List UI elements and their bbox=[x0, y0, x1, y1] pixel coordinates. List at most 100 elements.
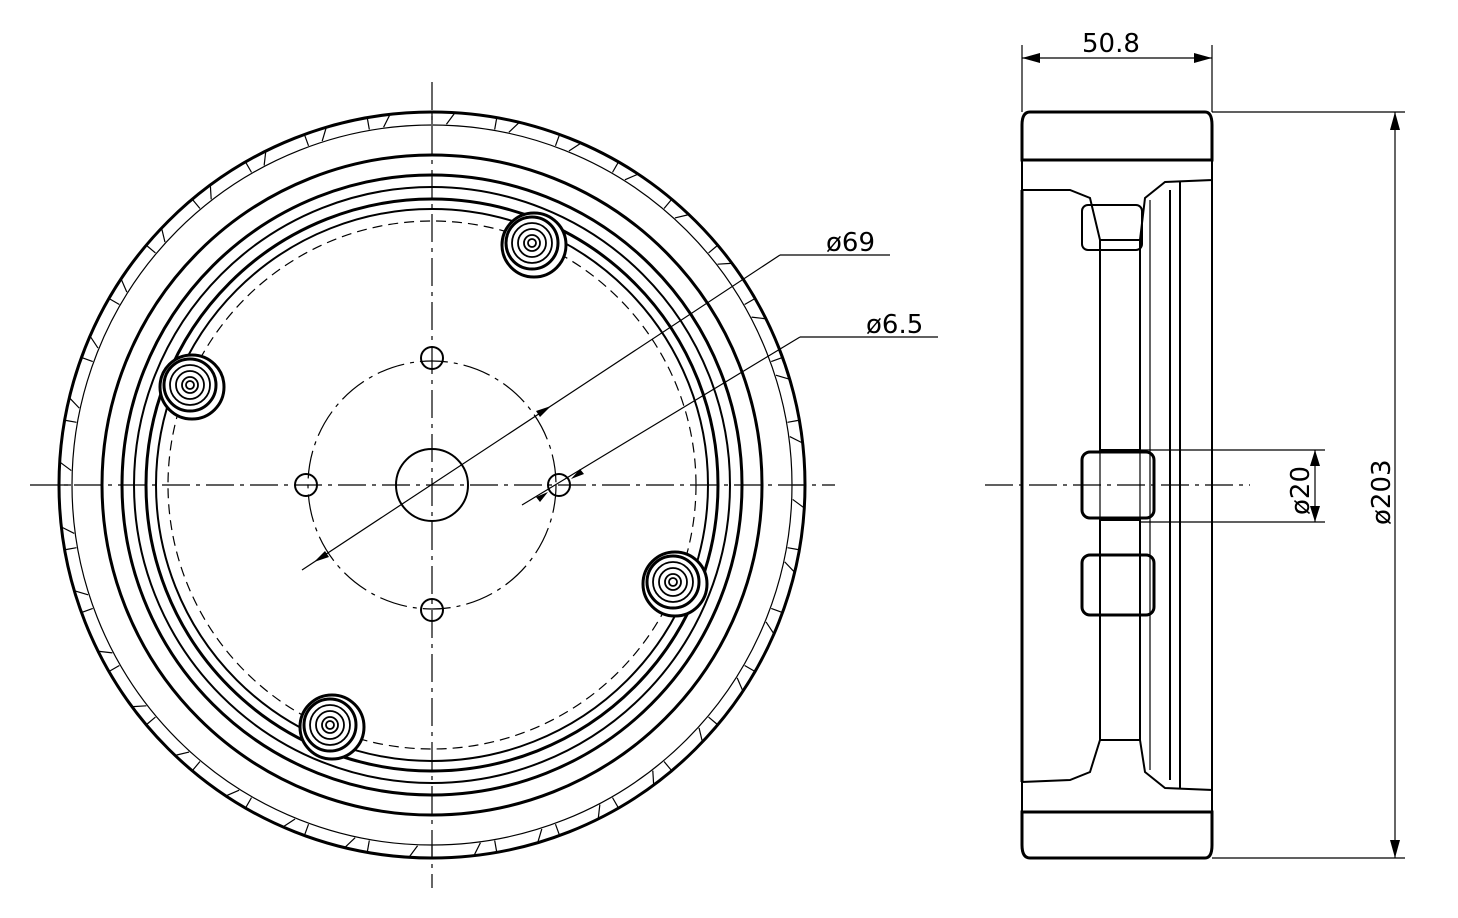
tread-mark bbox=[245, 797, 253, 808]
tread-mark bbox=[508, 122, 519, 133]
tread-mark bbox=[708, 245, 718, 254]
tread-mark bbox=[192, 199, 201, 209]
bolt-head-ring bbox=[185, 380, 195, 390]
tyre-inner-ring bbox=[100, 153, 764, 817]
rim-outer-ring bbox=[120, 173, 744, 797]
tread-mark bbox=[771, 357, 782, 363]
tread-mark bbox=[82, 357, 93, 363]
bolt-section-top bbox=[1081, 204, 1143, 251]
hole-label: ø6.5 bbox=[866, 310, 923, 340]
tread-mark bbox=[161, 229, 166, 243]
bolt-head-ring bbox=[325, 720, 335, 730]
tread-mark bbox=[708, 716, 718, 725]
tread-mark bbox=[784, 561, 795, 572]
tread-mark bbox=[65, 547, 77, 551]
tread-mark bbox=[663, 199, 672, 209]
tread-mark bbox=[624, 174, 638, 181]
bolt-head-ring bbox=[175, 370, 205, 400]
tread-mark bbox=[409, 845, 419, 857]
tread-mark bbox=[674, 214, 688, 219]
pcd-label: ø69 bbox=[826, 228, 875, 258]
tread-mark bbox=[69, 398, 80, 409]
mount-hole-bottom bbox=[420, 598, 444, 622]
tread-mark bbox=[717, 262, 731, 265]
bolt-head-ring bbox=[315, 710, 345, 740]
tread-mark bbox=[554, 135, 560, 146]
tread-mark bbox=[494, 118, 498, 130]
bolt-head-ring bbox=[169, 364, 211, 406]
section-view: 50.8 ø203 ø20 bbox=[985, 29, 1405, 860]
hub-bore bbox=[1080, 450, 1156, 520]
rim-top-flange bbox=[1021, 159, 1213, 241]
tread-mark bbox=[744, 298, 755, 306]
rim-ring-2 bbox=[133, 186, 731, 784]
bolt-head-ring bbox=[302, 697, 358, 753]
hole-dimension: ø6.5 bbox=[521, 310, 938, 506]
center-bore bbox=[395, 448, 469, 522]
tread-mark bbox=[82, 607, 93, 613]
width-label: 50.8 bbox=[1082, 29, 1140, 59]
tyre-section-top bbox=[1020, 110, 1214, 162]
tread-mark bbox=[611, 797, 619, 808]
overall-diameter-label: ø203 bbox=[1367, 459, 1397, 525]
tread-mark bbox=[744, 664, 755, 672]
tread-pattern bbox=[60, 113, 804, 857]
tread-mark bbox=[121, 279, 128, 293]
bore-diameter-label: ø20 bbox=[1286, 466, 1316, 515]
bore-diameter-dimension: ø20 bbox=[1140, 449, 1325, 523]
bolt-head-ring bbox=[652, 561, 694, 603]
tread-mark bbox=[787, 547, 799, 551]
tread-mark bbox=[146, 716, 156, 725]
rim-bolts bbox=[158, 211, 709, 761]
tread-mark bbox=[366, 840, 370, 852]
tread-mark bbox=[554, 824, 560, 835]
tread-mark bbox=[304, 135, 310, 146]
tread-mark bbox=[245, 162, 253, 173]
tread-mark bbox=[736, 677, 743, 691]
tread-mark bbox=[146, 245, 156, 254]
tread-mark bbox=[192, 761, 201, 771]
tread-mark bbox=[771, 607, 782, 613]
tread-mark bbox=[698, 727, 703, 741]
tread-mark bbox=[90, 336, 99, 349]
tread-mark bbox=[383, 115, 391, 128]
rim-web-lower bbox=[1099, 519, 1141, 741]
bolt-head-ring bbox=[658, 567, 688, 597]
bolt-head-ring bbox=[162, 357, 218, 413]
tread-mark bbox=[304, 824, 310, 835]
tread-mark bbox=[597, 804, 601, 818]
bolt-head-ring bbox=[504, 215, 560, 271]
rim-bottom-flange bbox=[1021, 739, 1213, 813]
tread-mark bbox=[765, 621, 774, 634]
tread-mark bbox=[109, 664, 120, 672]
tread-mark bbox=[283, 818, 296, 827]
bolt-head-ring bbox=[668, 577, 678, 587]
tread-mark bbox=[60, 462, 72, 472]
tread-mark bbox=[366, 118, 370, 130]
mount-hole-left bbox=[294, 473, 318, 497]
bolt-head-ring bbox=[309, 704, 351, 746]
rim-web-upper bbox=[1099, 239, 1141, 451]
mount-hole-top bbox=[420, 346, 444, 370]
front-view: ø69 ø6.5 bbox=[30, 82, 938, 888]
rim-ring-4 bbox=[155, 208, 709, 762]
tyre-outer-edge bbox=[57, 110, 807, 860]
tread-mark bbox=[663, 761, 672, 771]
rim-ring-3 bbox=[144, 197, 720, 773]
overall-diameter-dimension: ø203 bbox=[1212, 111, 1405, 859]
bolt-head-ring bbox=[181, 376, 199, 394]
tread-mark bbox=[789, 436, 802, 444]
tread-mark bbox=[611, 162, 619, 173]
bolt-head-ring bbox=[664, 573, 682, 591]
tread-mark bbox=[99, 650, 113, 654]
tread-mark bbox=[787, 419, 799, 423]
tread-mark bbox=[751, 316, 765, 320]
bolt-head-ring bbox=[321, 716, 339, 734]
hidden-rim-line bbox=[167, 220, 697, 750]
tread-mark bbox=[226, 789, 240, 796]
tread-mark bbox=[263, 152, 267, 166]
tread-mark bbox=[209, 186, 212, 200]
tread-mark bbox=[473, 842, 481, 855]
tread-mark bbox=[75, 590, 89, 596]
